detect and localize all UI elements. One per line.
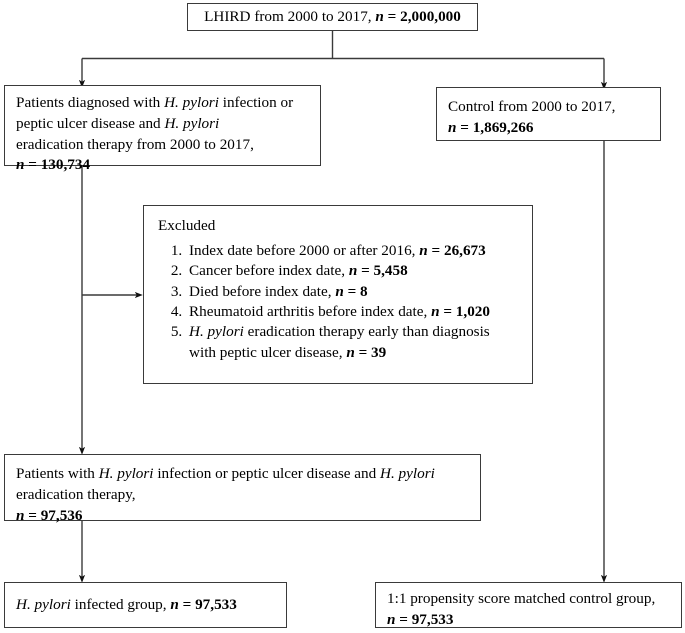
box-included-cohort: Patients with H. pylori infection or pep… [4, 454, 481, 524]
exposed-pool-count: n = 130,734 [16, 156, 91, 174]
list-item: Rheumatoid arthritis before index date, … [186, 302, 522, 322]
included-count: n = 97,536 [16, 506, 83, 524]
list-item: Died before index date, n = 8 [186, 282, 522, 302]
included-line1: Patients with H. pylori infection or pep… [16, 465, 435, 482]
control-pool-count: n = 1,869,266 [448, 118, 534, 136]
exposed-pool-n-value: 130,734 [40, 156, 91, 174]
source-text: LHIRD from 2000 to 2017, n = 2,000,000 [204, 7, 461, 25]
included-n-value: 97,536 [40, 506, 83, 524]
final-control-line1: 1:1 propensity score matched control gro… [387, 590, 656, 607]
list-item: H. pylori eradication therapy early than… [186, 322, 522, 363]
exposed-pool-line1: Patients diagnosed with H. pylori infect… [16, 94, 294, 111]
n-symbol: n [375, 7, 384, 25]
final-control-n-value: 97,533 [411, 610, 454, 628]
excluded-n-value: 5,458 [373, 262, 408, 280]
exposed-pool-line2: peptic ulcer disease and H. pylori [16, 114, 220, 132]
excluded-n-value: 39 [371, 343, 387, 361]
box-source-cohort: LHIRD from 2000 to 2017, n = 2,000,000 [187, 3, 478, 31]
source-n-value: 2,000,000 [400, 7, 461, 25]
list-item: Index date before 2000 or after 2016, n … [186, 241, 522, 261]
excluded-n-value: 1,020 [455, 302, 490, 320]
final-exposed-n-value: 97,533 [195, 595, 237, 613]
box-control-pool: Control from 2000 to 2017, n = 1,869,266 [436, 87, 661, 141]
included-line2: eradication therapy, [16, 485, 136, 503]
excluded-list: Index date before 2000 or after 2016, n … [156, 241, 522, 363]
exposed-pool-line3: eradication therapy from 2000 to 2017, [16, 135, 254, 153]
excluded-n-value: 8 [360, 282, 368, 300]
box-final-control-group: 1:1 propensity score matched control gro… [375, 582, 682, 628]
control-pool-line1: Control from 2000 to 2017, [448, 98, 616, 115]
excluded-n-value: 26,673 [443, 241, 486, 259]
box-excluded: Excluded Index date before 2000 or after… [143, 205, 533, 384]
excluded-heading: Excluded [158, 217, 216, 234]
final-control-count: n = 97,533 [387, 610, 454, 628]
list-item: Cancer before index date, n = 5,458 [186, 261, 522, 281]
box-exposed-pool: Patients diagnosed with H. pylori infect… [4, 85, 321, 173]
box-final-exposed-group: H. pylori infected group, n = 97,533 [4, 582, 287, 628]
final-exposed-text: H. pylori infected group, n = 97,533 [16, 595, 237, 613]
control-pool-n-value: 1,869,266 [472, 118, 534, 136]
